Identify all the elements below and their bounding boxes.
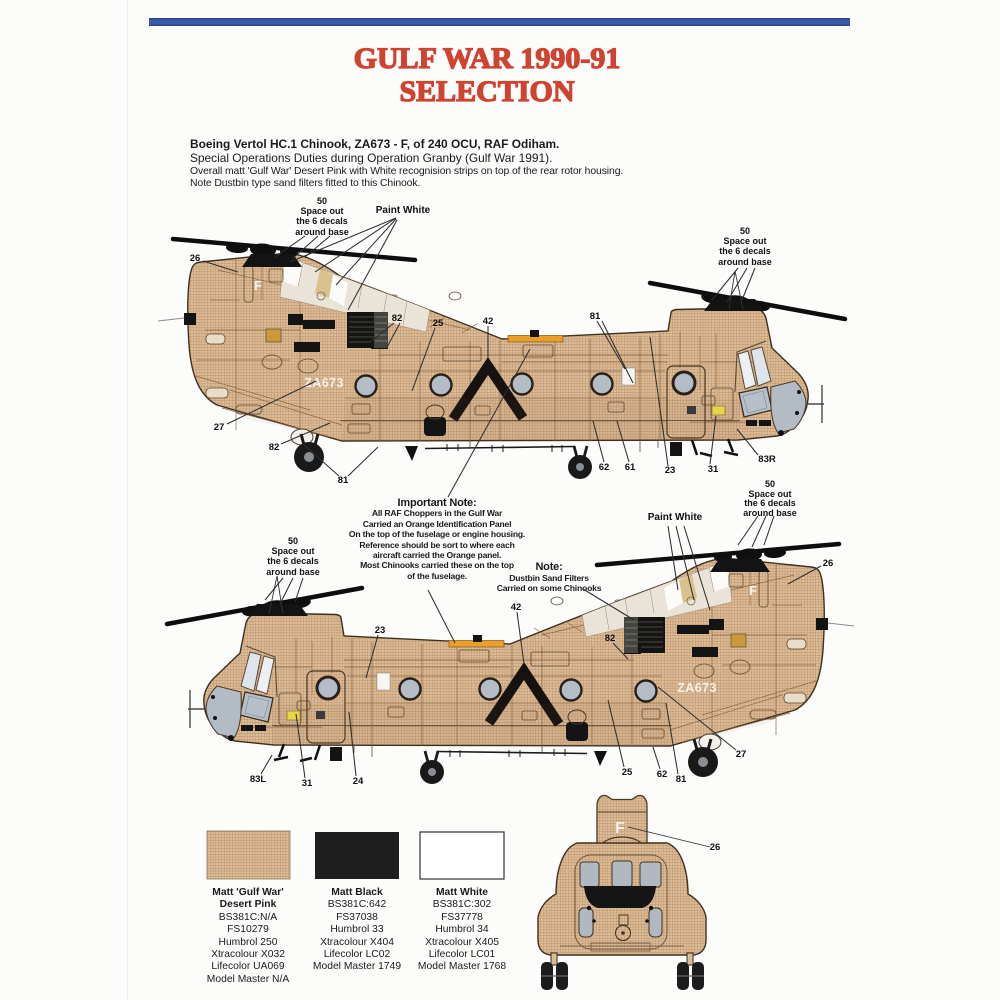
svg-text:ZA673: ZA673 (304, 376, 344, 390)
svg-text:ZA673: ZA673 (677, 681, 717, 695)
svg-text:81: 81 (338, 475, 349, 486)
svg-text:24: 24 (353, 776, 364, 787)
svg-text:27: 27 (736, 749, 747, 760)
svg-text:83L: 83L (250, 774, 267, 785)
svg-text:61: 61 (625, 462, 636, 473)
svg-text:25: 25 (433, 318, 444, 329)
svg-text:F: F (254, 278, 262, 293)
svg-text:83R: 83R (758, 454, 776, 465)
svg-text:27: 27 (214, 422, 225, 433)
svg-text:81: 81 (676, 774, 687, 785)
svg-text:42: 42 (511, 602, 522, 613)
svg-text:31: 31 (708, 464, 719, 475)
svg-text:F: F (749, 583, 757, 598)
svg-text:F: F (615, 820, 625, 837)
svg-text:23: 23 (375, 625, 386, 636)
svg-text:81: 81 (590, 311, 601, 322)
svg-text:42: 42 (483, 316, 494, 327)
svg-text:82: 82 (269, 442, 280, 453)
svg-text:82: 82 (392, 313, 403, 324)
svg-text:62: 62 (657, 769, 668, 780)
svg-text:26: 26 (710, 842, 721, 853)
svg-text:25: 25 (622, 767, 633, 778)
svg-text:82: 82 (605, 633, 616, 644)
svg-text:31: 31 (302, 778, 313, 789)
svg-text:23: 23 (665, 465, 676, 476)
svg-text:62: 62 (599, 462, 610, 473)
svg-text:26: 26 (190, 253, 201, 264)
svg-text:26: 26 (823, 558, 834, 569)
